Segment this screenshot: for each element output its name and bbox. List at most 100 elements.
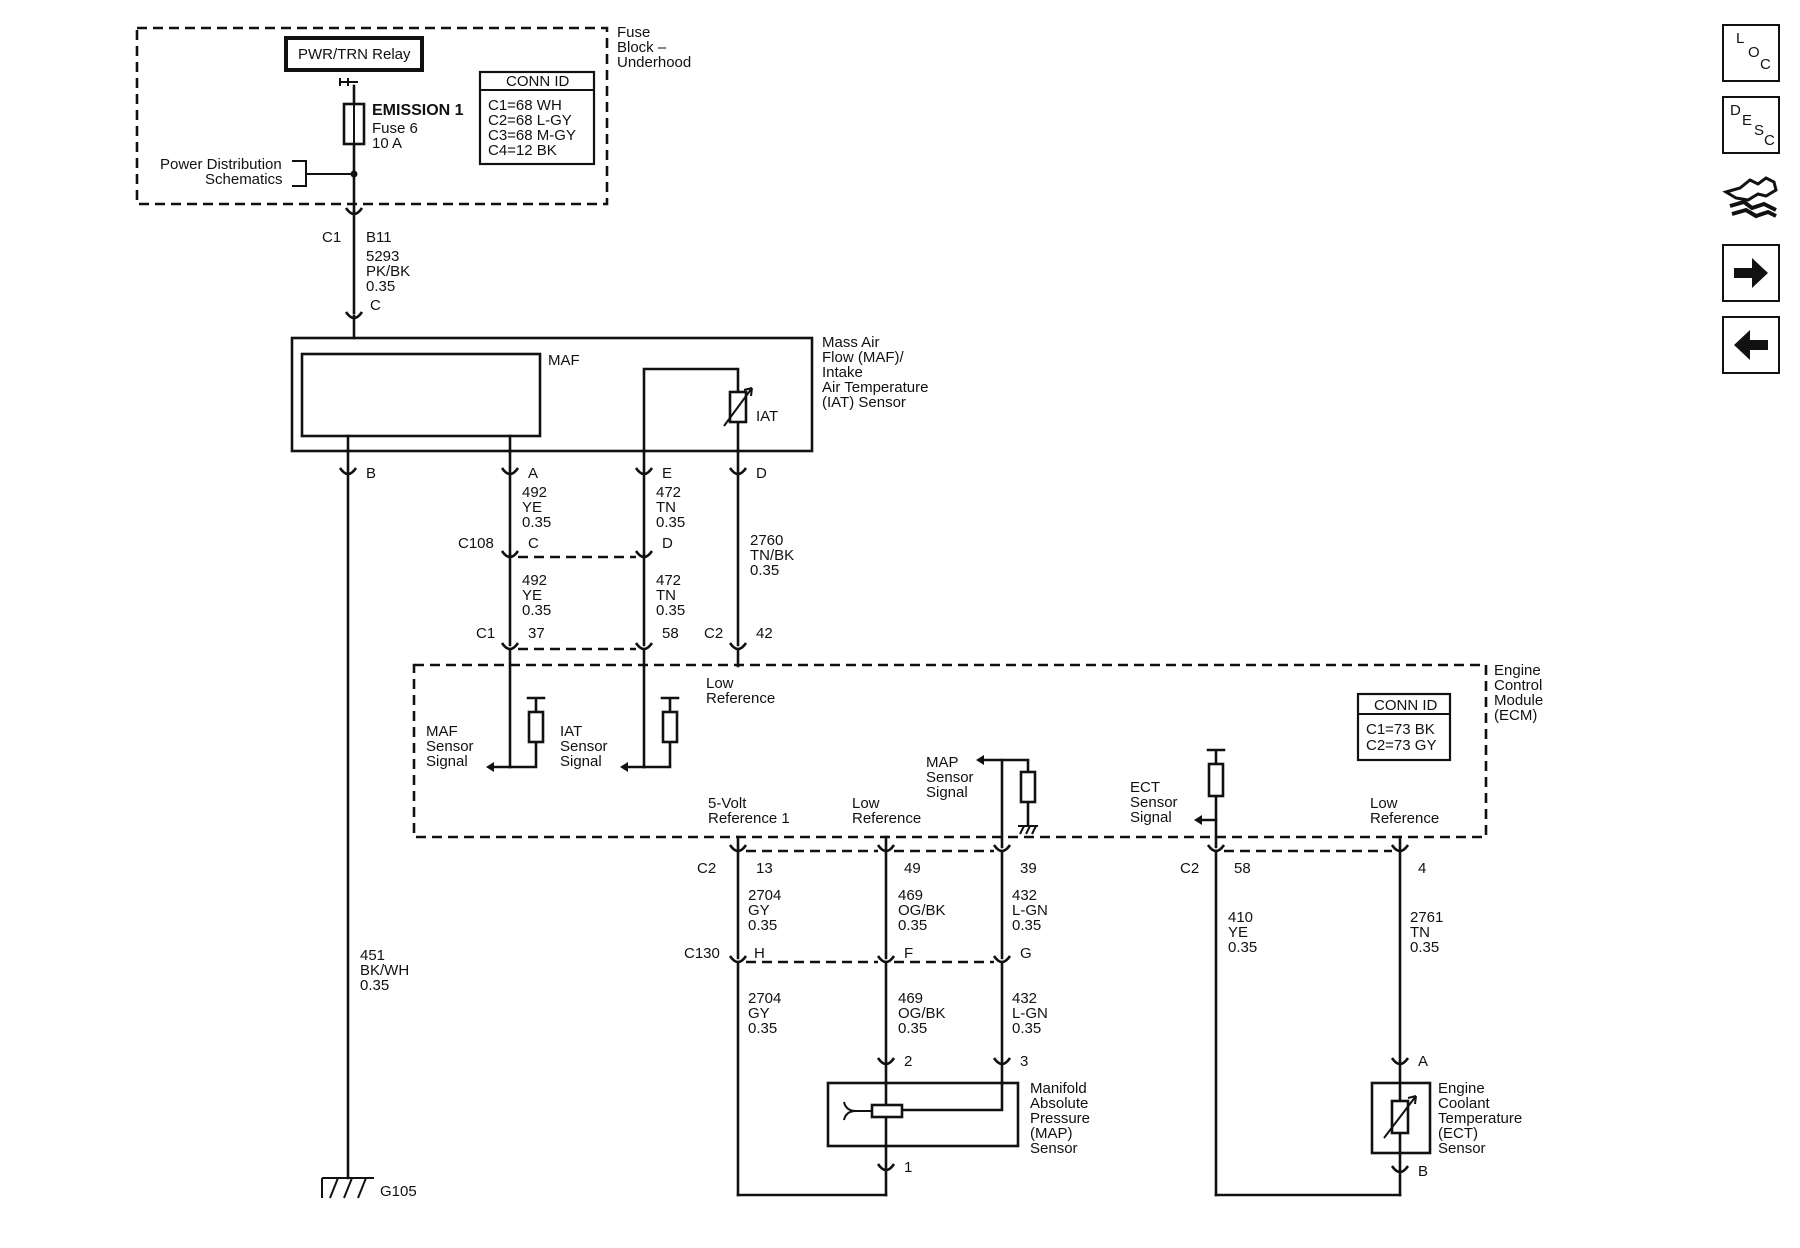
wire-469-lower-num: 469 [898, 990, 923, 1007]
ecm-bottom-pins: C2 13 49 39 C2 58 4 [697, 835, 1426, 877]
map-signal-arrow [976, 755, 984, 765]
low-ref-top-line1: Low [706, 675, 734, 692]
iat-signal-line3: Signal [560, 753, 602, 770]
wire-2704-upper-color: GY [748, 902, 770, 919]
wire-410-gauge: 0.35 [1228, 939, 1257, 956]
harness-shape-bottom [1729, 199, 1777, 219]
desc-letter-e: E [1742, 112, 1753, 129]
feed-circuit: C1 B11 5293 PK/BK 0.35 C [322, 206, 410, 340]
ect-title-line1: Engine [1438, 1080, 1485, 1097]
wire-492-lower-num: 492 [522, 572, 547, 589]
map-internal-signal [900, 1081, 1004, 1112]
iat-label: IAT [756, 408, 778, 425]
map-signal-line3: Signal [926, 784, 968, 801]
wire-492-lower-color: YE [522, 587, 542, 604]
ecm-title-line2: Control [1494, 677, 1542, 694]
feed-circuit-gauge: 0.35 [366, 278, 395, 295]
maf-iat-sensor: MAF IAT Mass Air Flow (MAF)/ Intake Air … [290, 334, 928, 453]
maf-pin-d: D [756, 465, 767, 482]
loc-letter-o: O [1748, 44, 1760, 61]
desc-letter-s: S [1754, 122, 1765, 139]
map-title-line3: Pressure [1030, 1110, 1090, 1127]
wire-432-upper-num: 432 [1012, 887, 1037, 904]
c130-pin-g: G [1020, 945, 1032, 962]
ecm-title-line3: Module [1494, 692, 1543, 709]
wire-432-upper-color: L-GN [1012, 902, 1048, 919]
ecm-bottom-pin-39: 39 [1020, 860, 1037, 877]
low-ref-right-line1: Low [1370, 795, 1398, 812]
iat-pullup-resistor [661, 710, 679, 744]
wire-469-upper-num: 469 [898, 887, 923, 904]
feed-conn: C1 [322, 229, 341, 246]
ect-signal-arrow [1194, 815, 1202, 825]
c130-pin-f: F [904, 945, 913, 962]
ecm-top-pin-42: 42 [756, 625, 773, 642]
map-title-line1: Manifold [1030, 1080, 1087, 1097]
wire-432-lower-gauge: 0.35 [1012, 1020, 1041, 1037]
maf-title-line1: Mass Air [822, 334, 880, 351]
ect-signal-line1: ECT [1130, 779, 1160, 796]
ground-id: G105 [380, 1183, 417, 1200]
desc-letter-d: D [1730, 102, 1741, 119]
ect-pullup-wire [1206, 748, 1226, 822]
low-ref-mid-line1: Low [852, 795, 880, 812]
ecm-top-c1: C1 [476, 625, 495, 642]
wire-2760-color: TN/BK [750, 547, 794, 564]
wire-2704-lower-num: 2704 [748, 990, 781, 1007]
maf-pin-a: A [528, 465, 538, 482]
power-dist-bracket [292, 160, 354, 187]
previous-page-button[interactable] [1722, 316, 1780, 374]
five-volt-line2: Reference 1 [708, 810, 790, 827]
ecm-bottom-pin-4: 4 [1418, 860, 1426, 877]
ecm-bottom-c2b: C2 [1180, 860, 1199, 877]
description-button[interactable]: D E S C [1722, 96, 1780, 154]
wire-2761-color: TN [1410, 924, 1430, 941]
maf-signal-line3: Signal [426, 753, 468, 770]
fuse-block-outline [135, 26, 609, 206]
ground-circuit-gauge: 0.35 [360, 977, 389, 994]
c130-pin-h: H [754, 945, 765, 962]
wire-472-upper-color: TN [656, 499, 676, 516]
ecm-module: Engine Control Module (ECM) CONN ID C1=7… [412, 647, 1543, 849]
map-signal-line1: MAP [926, 754, 959, 771]
wire-492-upper-gauge: 0.35 [522, 514, 551, 531]
fuse-conn-c4: C4=12 BK [488, 142, 557, 159]
ecm-conn-id-title: CONN ID [1374, 697, 1438, 714]
connector-end-view-button[interactable] [1722, 166, 1780, 224]
iat-variable-arrow [723, 387, 753, 427]
ect-circuits: 410 YE 0.35 2761 TN 0.35 [1214, 849, 1443, 1197]
harness-shape-top [1722, 176, 1778, 202]
ect-title-line2: Coolant [1438, 1095, 1491, 1112]
ecm-bottom-pin-13: 13 [756, 860, 773, 877]
maf-title-line2: Flow (MAF)/ [822, 349, 904, 366]
ect-signal-line3: Signal [1130, 809, 1172, 826]
maf-pullup-wire [508, 696, 546, 769]
fuse-conn-c3: C3=68 M-GY [488, 127, 576, 144]
location-button[interactable]: L O C [1722, 24, 1780, 82]
wire-2760-num: 2760 [750, 532, 783, 549]
iat-loop [642, 367, 740, 453]
map-pressure-port-icon [843, 1101, 872, 1121]
wire-472-upper-gauge: 0.35 [656, 514, 685, 531]
feed-pin: B11 [366, 229, 392, 246]
ecm-bottom-pin-58: 58 [1234, 860, 1251, 877]
wire-432-lower-color: L-GN [1012, 1005, 1048, 1022]
wire-469-upper-color: OG/BK [898, 902, 946, 919]
maf-signal-circuits: 492 YE 0.35 472 TN 0.35 C108 C D 492 YE … [458, 472, 794, 651]
ecm-conn-c1: C1=73 BK [1366, 721, 1435, 738]
map-internal-ground-icon [1018, 825, 1038, 835]
ground-circuit-color: BK/WH [360, 962, 409, 979]
ecm-outline [412, 663, 1488, 839]
five-volt-line1: 5-Volt [708, 795, 747, 812]
arrow-left-icon [1734, 330, 1768, 360]
ecm-top-pin-58: 58 [662, 625, 679, 642]
map-sensor-title: Manifold Absolute Pressure (MAP) Sensor [1030, 1080, 1094, 1157]
ecm-bottom-c2a: C2 [697, 860, 716, 877]
ect-title-line4: (ECT) [1438, 1125, 1478, 1142]
map-title-line2: Absolute [1030, 1095, 1088, 1112]
next-page-button[interactable] [1722, 244, 1780, 302]
ground-circuit-num: 451 [360, 947, 385, 964]
ect-pin-b: B [1418, 1163, 1428, 1180]
